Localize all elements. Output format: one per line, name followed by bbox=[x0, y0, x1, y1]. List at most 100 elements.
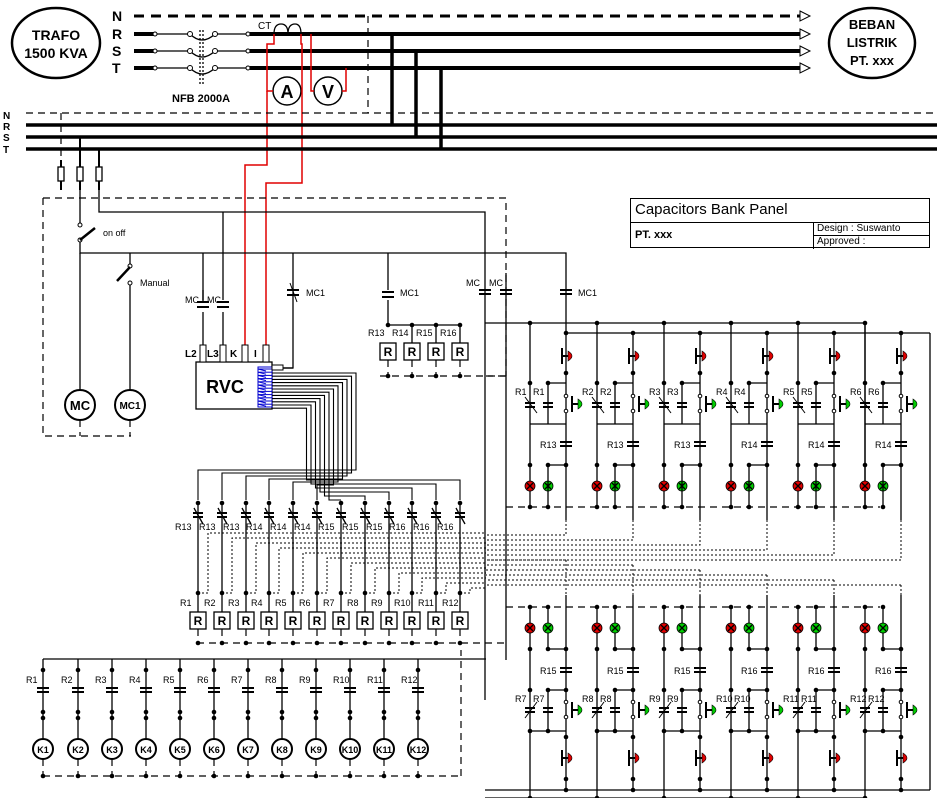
bank-step-label: R6 bbox=[868, 387, 880, 397]
aux-relay-glyph: R bbox=[432, 345, 441, 359]
aux-relay-label: R15 bbox=[416, 328, 433, 338]
step-contact-label: R13 bbox=[199, 522, 216, 532]
bank-step-label: R7 bbox=[515, 694, 527, 704]
voltmeter: V bbox=[313, 76, 343, 106]
rvc-terminal-k: K bbox=[230, 349, 238, 360]
fault-lamp bbox=[591, 480, 603, 492]
bank-step-label: R2 bbox=[600, 387, 612, 397]
step-contact-label: R14 bbox=[294, 522, 311, 532]
contactor: K2 bbox=[67, 738, 89, 760]
on-off-switch[interactable]: on off bbox=[77, 222, 126, 243]
stop-button[interactable] bbox=[695, 348, 707, 364]
bank-mc-label: MC bbox=[466, 278, 480, 288]
bank-control-wire bbox=[486, 520, 902, 561]
stop-button[interactable] bbox=[762, 750, 774, 766]
rvc-terminal-i: I bbox=[254, 349, 257, 360]
step-relay-label: R5 bbox=[275, 598, 287, 608]
bank-step-label: R5 bbox=[783, 387, 795, 397]
rvc-output-wire bbox=[272, 401, 413, 500]
ammeter: A bbox=[272, 76, 302, 106]
panel-busbar bbox=[26, 34, 937, 151]
start-button[interactable] bbox=[906, 396, 918, 412]
title-block-design: Design : Suswanto bbox=[817, 223, 901, 234]
control-fuses bbox=[57, 113, 103, 190]
contactor: K8 bbox=[271, 738, 293, 760]
step-relay-label: R12 bbox=[442, 598, 459, 608]
bank-control-wire bbox=[486, 520, 567, 536]
stop-button[interactable] bbox=[628, 750, 640, 766]
start-button[interactable] bbox=[906, 702, 918, 718]
step-relay-glyph: R bbox=[456, 614, 465, 628]
bank-step-label: R1 bbox=[533, 387, 545, 397]
rvc-terminal-l2: L2 bbox=[185, 349, 197, 360]
stop-button[interactable] bbox=[628, 348, 640, 364]
start-button[interactable] bbox=[638, 702, 650, 718]
manual-switch[interactable]: Manual bbox=[116, 263, 170, 288]
bus-label-r: R bbox=[112, 26, 122, 42]
bank-control-wire bbox=[486, 569, 701, 595]
start-button[interactable] bbox=[705, 396, 717, 412]
run-lamp bbox=[743, 622, 755, 634]
fault-lamp bbox=[859, 622, 871, 634]
stop-button[interactable] bbox=[896, 348, 908, 364]
step-contact-label: R16 bbox=[437, 522, 454, 532]
step-relay-glyph: R bbox=[337, 614, 346, 628]
stop-button[interactable] bbox=[695, 750, 707, 766]
panel-bus-labels: N R S T bbox=[3, 111, 11, 156]
contactor-label: K1 bbox=[37, 745, 49, 755]
mc-contact-label-1: MC bbox=[185, 295, 199, 305]
step-contact-label: R15 bbox=[366, 522, 383, 532]
mc1-contact-label: MC1 bbox=[306, 288, 325, 298]
contactor-label: K7 bbox=[242, 745, 254, 755]
stop-button[interactable] bbox=[561, 750, 573, 766]
run-lamp bbox=[676, 622, 688, 634]
motor-mc1-label: MC1 bbox=[119, 401, 141, 412]
step-relay-label: R3 bbox=[228, 598, 240, 608]
start-button[interactable] bbox=[772, 702, 784, 718]
contactor-relay-label: R1 bbox=[26, 675, 38, 685]
run-lamp bbox=[877, 622, 889, 634]
step-interlock-wire bbox=[293, 552, 486, 594]
fault-lamp bbox=[524, 622, 536, 634]
main-busbar bbox=[134, 10, 812, 74]
panel-bus-n: N bbox=[3, 111, 10, 122]
aux-relay-glyph: R bbox=[408, 345, 417, 359]
motor-mc: MC bbox=[64, 389, 96, 421]
bank-control-wire bbox=[486, 564, 634, 595]
mc1-aux-label: MC1 bbox=[400, 288, 419, 298]
rvc-output-wire bbox=[272, 404, 437, 500]
contactor-relay-label: R11 bbox=[367, 675, 383, 685]
voltmeter-label: V bbox=[322, 82, 334, 102]
fault-lamp bbox=[859, 480, 871, 492]
stop-button[interactable] bbox=[561, 348, 573, 364]
fault-lamp bbox=[725, 622, 737, 634]
step-contact-label: R15 bbox=[342, 522, 359, 532]
step-contact-label: R16 bbox=[413, 522, 430, 532]
step-interlock-wire bbox=[412, 577, 486, 594]
stop-button[interactable] bbox=[762, 348, 774, 364]
bank-interlock-label: R16 bbox=[875, 666, 892, 676]
bank-control-wire bbox=[486, 584, 902, 595]
start-button[interactable] bbox=[571, 702, 583, 718]
aux-relay-label: R13 bbox=[368, 328, 385, 338]
contactor-label: K3 bbox=[106, 745, 118, 755]
current-transformer: CT bbox=[258, 21, 302, 35]
start-button[interactable] bbox=[571, 396, 583, 412]
bank-interlock-label: R16 bbox=[808, 666, 825, 676]
start-button[interactable] bbox=[839, 702, 851, 718]
bank-step-label: R9 bbox=[649, 694, 661, 704]
bank-step-label: R10 bbox=[734, 694, 751, 704]
stop-button[interactable] bbox=[829, 750, 841, 766]
contactor-relay-label: R12 bbox=[401, 675, 418, 685]
start-button[interactable] bbox=[839, 396, 851, 412]
start-button[interactable] bbox=[772, 396, 784, 412]
title-block-title: Capacitors Bank Panel bbox=[635, 201, 788, 218]
stop-button[interactable] bbox=[896, 750, 908, 766]
fault-lamp bbox=[792, 622, 804, 634]
stop-button[interactable] bbox=[829, 348, 841, 364]
bank-step-label: R3 bbox=[649, 387, 661, 397]
start-button[interactable] bbox=[705, 702, 717, 718]
start-button[interactable] bbox=[638, 396, 650, 412]
bus-label-t: T bbox=[112, 60, 121, 76]
